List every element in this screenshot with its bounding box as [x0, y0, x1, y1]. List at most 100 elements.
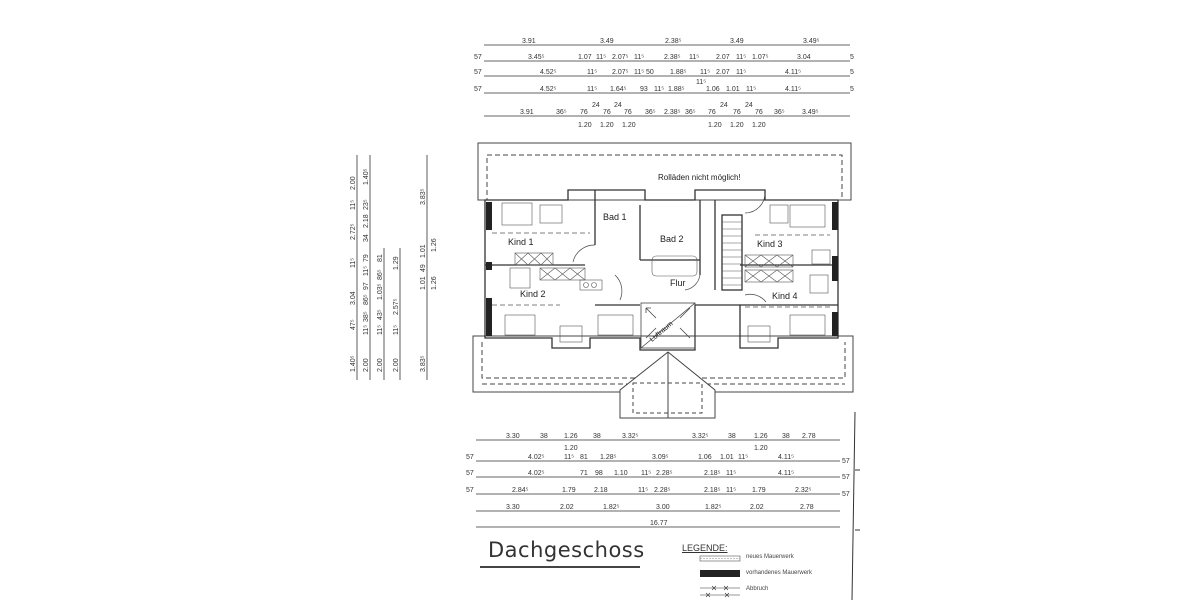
svg-text:24: 24 — [720, 102, 728, 109]
svg-text:1.79: 1.79 — [752, 487, 766, 494]
svg-text:76: 76 — [755, 109, 763, 116]
svg-text:2.18: 2.18 — [594, 487, 608, 494]
svg-text:11⁵: 11⁵ — [393, 325, 400, 335]
svg-text:3.91: 3.91 — [522, 38, 536, 45]
svg-text:2.18: 2.18 — [363, 214, 370, 228]
room-kind-4: Kind 4 — [772, 291, 798, 301]
svg-text:11⁵: 11⁵ — [746, 86, 756, 93]
svg-text:81: 81 — [377, 254, 384, 262]
svg-text:3.45⁵: 3.45⁵ — [528, 54, 545, 61]
svg-text:76: 76 — [603, 109, 611, 116]
svg-text:4.11⁵: 4.11⁵ — [785, 69, 801, 76]
svg-text:36⁵: 36⁵ — [556, 109, 567, 116]
svg-text:76: 76 — [580, 109, 588, 116]
svg-text:11⁵: 11⁵ — [736, 69, 746, 76]
room-flur: Flur — [670, 278, 686, 288]
svg-text:1.06: 1.06 — [706, 86, 720, 93]
svg-text:1.20: 1.20 — [708, 122, 722, 129]
svg-text:3.32⁵: 3.32⁵ — [692, 433, 709, 440]
svg-text:43⁵: 43⁵ — [377, 309, 384, 320]
svg-text:57: 57 — [466, 487, 474, 494]
svg-text:5: 5 — [850, 54, 854, 61]
staircase — [722, 221, 742, 286]
svg-text:23⁵: 23⁵ — [363, 199, 370, 210]
svg-text:71: 71 — [580, 470, 588, 477]
svg-text:4.02⁵: 4.02⁵ — [528, 470, 545, 477]
svg-text:2.07: 2.07 — [716, 54, 730, 61]
svg-text:1.26: 1.26 — [431, 238, 438, 252]
svg-text:2.18⁵: 2.18⁵ — [704, 470, 721, 477]
svg-text:3.32⁵: 3.32⁵ — [622, 433, 639, 440]
svg-text:81: 81 — [580, 454, 588, 461]
top-dimension-chains — [484, 44, 850, 117]
room-bad-2: Bad 2 — [660, 234, 684, 244]
svg-text:3.49: 3.49 — [730, 38, 744, 45]
svg-text:1.82⁵: 1.82⁵ — [705, 504, 722, 511]
room-bad-1: Bad 1 — [603, 212, 627, 222]
svg-text:1.20: 1.20 — [754, 445, 768, 452]
svg-text:1.07⁵: 1.07⁵ — [752, 54, 769, 61]
svg-text:1.20: 1.20 — [622, 122, 636, 129]
svg-text:1.79: 1.79 — [562, 487, 576, 494]
legend-swatch-existing-masonry — [700, 570, 740, 577]
svg-text:57: 57 — [466, 454, 474, 461]
svg-text:5: 5 — [850, 69, 854, 76]
room-luftraum: Luftraum — [649, 320, 675, 343]
svg-text:16.77: 16.77 — [650, 520, 668, 527]
svg-text:1.20: 1.20 — [564, 445, 578, 452]
svg-text:11⁵: 11⁵ — [689, 54, 699, 61]
svg-text:38: 38 — [728, 433, 736, 440]
door-swings — [572, 192, 767, 303]
svg-text:3.04: 3.04 — [350, 291, 357, 305]
legend-swatches — [699, 555, 741, 598]
svg-text:3.30: 3.30 — [506, 504, 520, 511]
svg-text:34: 34 — [363, 234, 370, 242]
svg-text:2.38⁵: 2.38⁵ — [665, 38, 682, 45]
svg-text:38: 38 — [540, 433, 548, 440]
svg-text:11⁵: 11⁵ — [587, 69, 597, 76]
svg-text:11⁵: 11⁵ — [738, 454, 748, 461]
svg-text:1.82⁵: 1.82⁵ — [603, 504, 620, 511]
svg-text:3.49: 3.49 — [600, 38, 614, 45]
svg-text:2.28⁵: 2.28⁵ — [654, 487, 671, 494]
svg-text:36⁵: 36⁵ — [774, 109, 785, 116]
svg-text:1.29: 1.29 — [393, 256, 400, 270]
svg-text:24: 24 — [592, 102, 600, 109]
svg-text:76: 76 — [733, 109, 741, 116]
svg-text:1.26: 1.26 — [754, 433, 768, 440]
svg-text:1.26: 1.26 — [431, 276, 438, 290]
svg-text:47⁵: 47⁵ — [350, 319, 357, 330]
svg-text:57: 57 — [842, 458, 850, 465]
svg-text:2.02: 2.02 — [560, 504, 574, 511]
svg-text:11⁵: 11⁵ — [634, 69, 644, 76]
svg-text:4.11⁵: 4.11⁵ — [778, 454, 794, 461]
title-underline — [480, 566, 640, 568]
svg-text:11⁵: 11⁵ — [377, 325, 384, 335]
svg-text:49: 49 — [420, 264, 427, 272]
svg-text:2.78: 2.78 — [802, 433, 816, 440]
svg-text:1.10: 1.10 — [614, 470, 628, 477]
svg-text:11⁵: 11⁵ — [634, 54, 644, 61]
svg-text:2.38⁵: 2.38⁵ — [664, 109, 681, 116]
svg-text:97: 97 — [363, 282, 370, 290]
svg-text:57: 57 — [474, 54, 482, 61]
svg-text:24: 24 — [614, 102, 622, 109]
svg-text:1.28⁵: 1.28⁵ — [600, 454, 617, 461]
svg-text:11⁵: 11⁵ — [736, 54, 746, 61]
svg-text:4.02⁵: 4.02⁵ — [528, 454, 545, 461]
svg-text:11⁵: 11⁵ — [726, 487, 736, 494]
svg-text:2.07⁵: 2.07⁵ — [612, 54, 629, 61]
svg-text:2.32⁵: 2.32⁵ — [795, 487, 812, 494]
svg-text:3.49⁵: 3.49⁵ — [802, 109, 819, 116]
svg-text:3.30: 3.30 — [506, 433, 520, 440]
svg-text:76: 76 — [624, 109, 632, 116]
svg-text:1.88⁵: 1.88⁵ — [670, 69, 687, 76]
svg-text:76: 76 — [708, 109, 716, 116]
svg-text:4.52⁵: 4.52⁵ — [540, 69, 557, 76]
svg-text:11⁵: 11⁵ — [638, 487, 648, 494]
svg-text:11⁵: 11⁵ — [350, 258, 357, 268]
svg-text:2.00: 2.00 — [350, 176, 357, 190]
svg-text:1.06: 1.06 — [698, 454, 712, 461]
svg-text:4.11⁵: 4.11⁵ — [785, 86, 801, 93]
svg-text:3.04: 3.04 — [797, 54, 811, 61]
